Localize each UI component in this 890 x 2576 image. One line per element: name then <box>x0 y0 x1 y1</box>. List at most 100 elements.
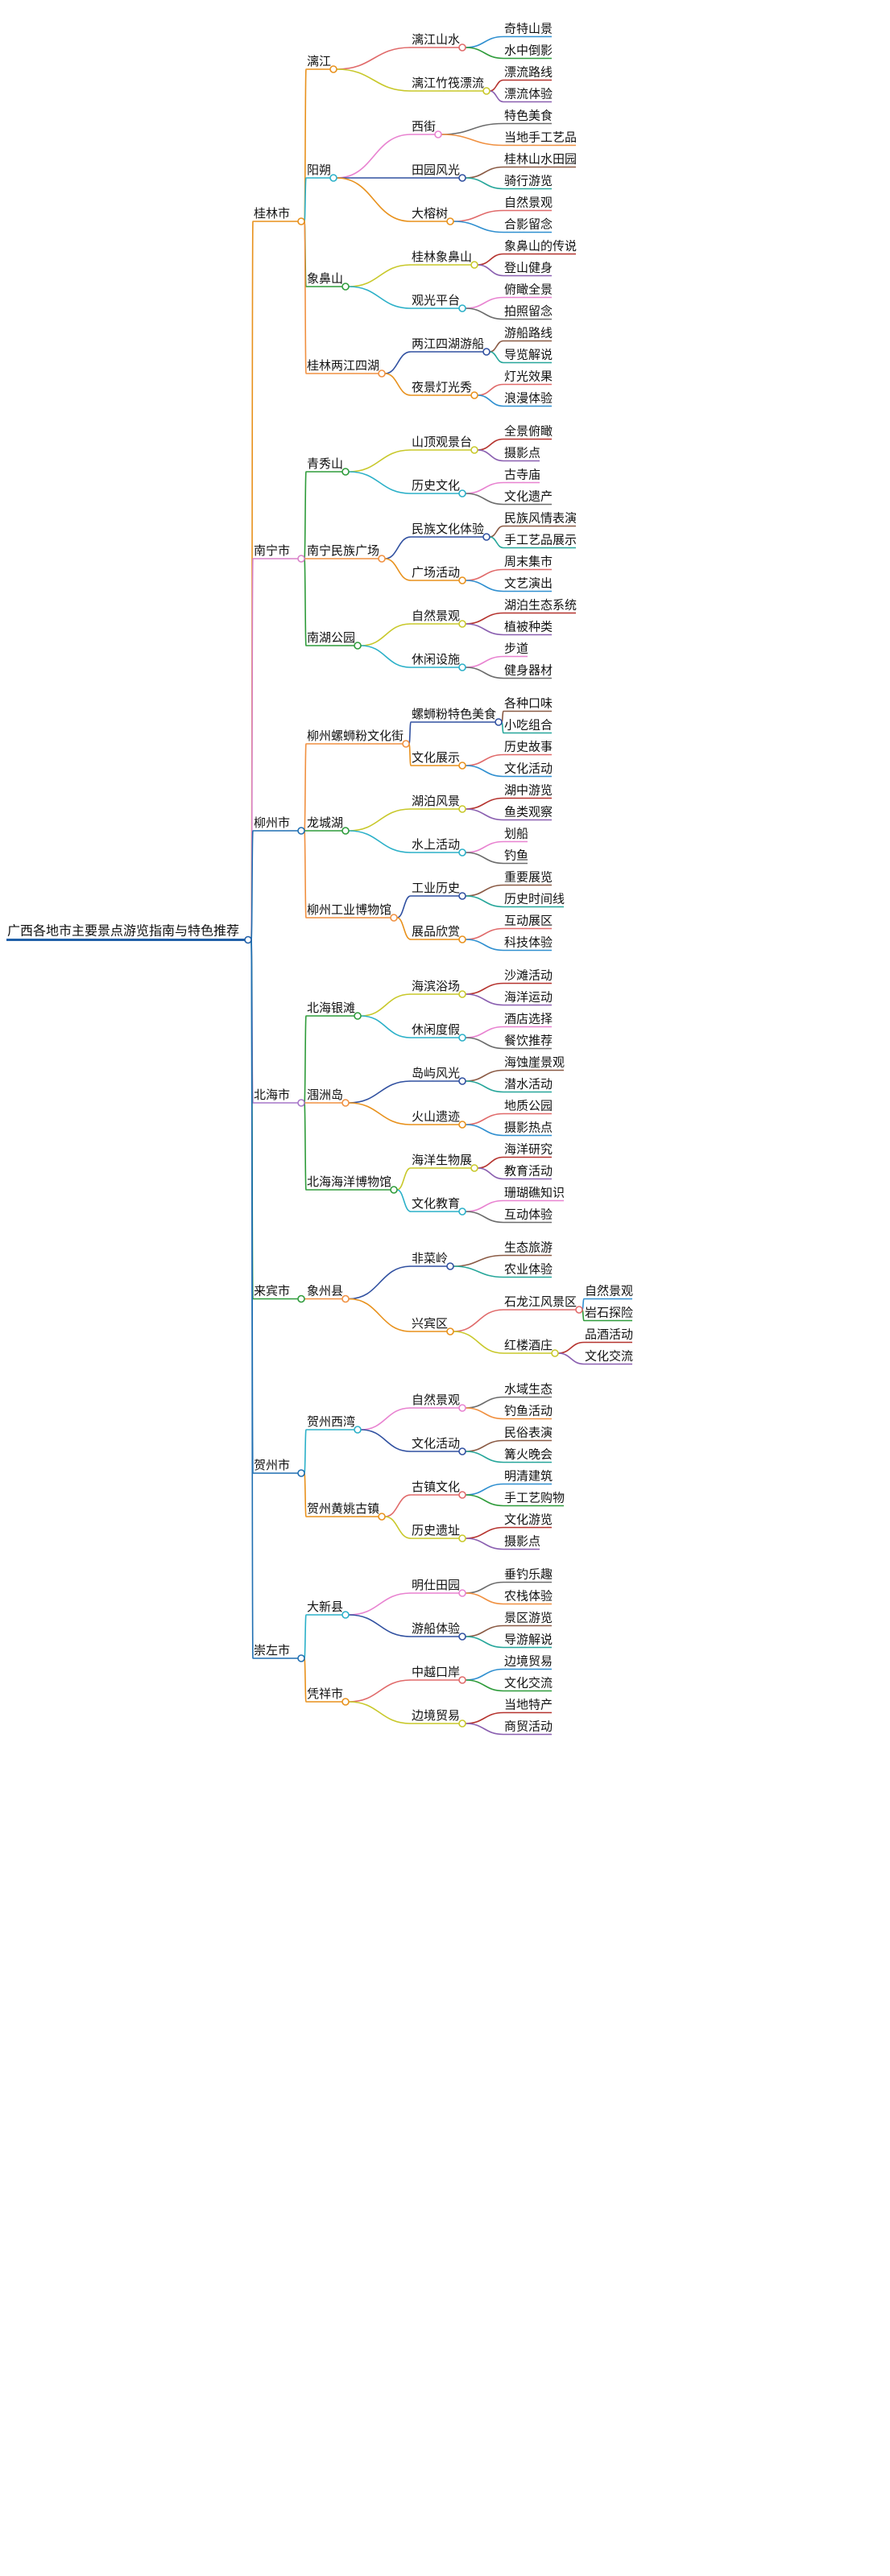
edge-cities-0-children-0-children-1-name <box>336 68 412 92</box>
expand-node-icon[interactable] <box>390 1186 398 1194</box>
expand-node-icon[interactable] <box>458 1208 466 1216</box>
expand-node-icon[interactable] <box>458 174 466 182</box>
expand-node-icon[interactable] <box>329 174 337 182</box>
expand-node-icon[interactable] <box>342 283 350 291</box>
edge-cities-3-children-0-children-0-children-1 <box>466 993 504 1006</box>
branch-label: 休闲度假 <box>412 1022 460 1037</box>
expand-node-icon[interactable] <box>402 740 410 748</box>
leaf-label: 海蚀崖景观 <box>504 1055 565 1070</box>
expand-node-icon[interactable] <box>458 1491 466 1499</box>
branch-label: 自然景观 <box>412 609 460 623</box>
branch-label: 古镇文化 <box>412 1480 460 1494</box>
expand-node-icon[interactable] <box>458 1121 466 1129</box>
expand-node-icon[interactable] <box>551 1349 559 1357</box>
expand-node-icon[interactable] <box>470 261 478 269</box>
expand-node-icon[interactable] <box>378 1513 386 1521</box>
branch-label: 文化活动 <box>412 1436 460 1451</box>
edge-cities-3-children-1-children-1-children-1 <box>466 1124 504 1137</box>
expand-node-icon[interactable] <box>458 43 466 52</box>
expand-node-icon[interactable] <box>458 663 466 671</box>
expand-node-icon[interactable] <box>354 642 362 650</box>
expand-node-icon[interactable] <box>342 468 350 476</box>
expand-node-icon[interactable] <box>390 914 398 922</box>
edge-cities-3-children-2-children-1-name <box>396 1189 412 1212</box>
expand-node-icon[interactable] <box>458 1719 466 1728</box>
expand-node-icon[interactable] <box>458 892 466 900</box>
edge-cities-2-children-0-name <box>304 743 307 832</box>
expand-node-icon[interactable] <box>378 555 386 563</box>
expand-node-icon[interactable] <box>458 1404 466 1412</box>
expand-node-icon[interactable] <box>458 848 466 857</box>
expand-node-icon[interactable] <box>458 805 466 813</box>
expand-node-icon[interactable] <box>297 827 305 835</box>
edge-cities-4-children-0-children-1-children-0-name <box>453 1309 504 1332</box>
expand-node-icon[interactable] <box>470 391 478 399</box>
expand-node-icon[interactable] <box>297 1294 305 1303</box>
expand-node-icon[interactable] <box>342 1294 350 1303</box>
root-node-icon[interactable] <box>244 935 252 944</box>
expand-node-icon[interactable] <box>458 489 466 497</box>
expand-node-icon[interactable] <box>458 1077 466 1085</box>
branch-label: 工业历史 <box>412 881 460 895</box>
edge-cities-2-children-2-children-1-name <box>396 917 412 940</box>
expand-node-icon[interactable] <box>482 348 491 356</box>
expand-node-icon[interactable] <box>342 1099 350 1107</box>
mindmap-nodes: 广西各地市主要景点游览指南与特色推荐桂林市漓江漓江山水奇特山景水中倒影漓江竹筏漂… <box>7 22 633 1734</box>
expand-node-icon[interactable] <box>458 1589 466 1597</box>
expand-node-icon[interactable] <box>342 1611 350 1619</box>
expand-node-icon[interactable] <box>482 533 491 541</box>
expand-node-icon[interactable] <box>458 935 466 943</box>
expand-node-icon[interactable] <box>329 65 337 73</box>
branch-label: 文化展示 <box>412 750 460 765</box>
expand-node-icon[interactable] <box>458 620 466 628</box>
city-label: 桂林市 <box>254 206 290 221</box>
expand-node-icon[interactable] <box>297 1099 305 1107</box>
expand-node-icon[interactable] <box>458 1534 466 1542</box>
expand-node-icon[interactable] <box>297 1469 305 1477</box>
expand-node-icon[interactable] <box>495 718 503 726</box>
leaf-label: 摄影点 <box>504 1534 540 1549</box>
branch-label: 明仕田园 <box>412 1578 460 1592</box>
expand-node-icon[interactable] <box>446 1327 454 1335</box>
expand-node-icon[interactable] <box>458 1676 466 1684</box>
edge-cities-6-name <box>250 939 254 1659</box>
edge-cities-2-children-1-children-0-children-1 <box>466 808 504 821</box>
expand-node-icon[interactable] <box>458 304 466 312</box>
branch-label: 北海海洋博物馆 <box>307 1174 391 1189</box>
edge-cities-1-children-0-children-1-name <box>348 471 412 494</box>
expand-node-icon[interactable] <box>470 1164 478 1172</box>
edge-cities-0-children-3-children-0-name <box>384 351 412 374</box>
expand-node-icon[interactable] <box>575 1306 583 1314</box>
expand-node-icon[interactable] <box>470 446 478 454</box>
expand-node-icon[interactable] <box>342 827 350 835</box>
edge-cities-6-children-0-children-0-children-0 <box>466 1581 504 1594</box>
edge-cities-6-children-1-children-0-children-1 <box>466 1679 504 1692</box>
expand-node-icon[interactable] <box>458 1034 466 1042</box>
expand-node-icon[interactable] <box>434 130 442 138</box>
expand-node-icon[interactable] <box>446 1262 454 1270</box>
expand-node-icon[interactable] <box>378 369 386 378</box>
expand-node-icon[interactable] <box>458 990 466 998</box>
expand-node-icon[interactable] <box>458 762 466 770</box>
edge-cities-0-children-3-children-0-children-1 <box>489 351 504 364</box>
branch-label: 象鼻山 <box>307 271 343 286</box>
expand-node-icon[interactable] <box>342 1698 350 1706</box>
expand-node-icon[interactable] <box>458 1447 466 1455</box>
expand-node-icon[interactable] <box>458 1633 466 1641</box>
expand-node-icon[interactable] <box>297 217 305 225</box>
expand-node-icon[interactable] <box>354 1426 362 1434</box>
expand-node-icon[interactable] <box>297 1654 305 1662</box>
leaf-label: 岩石探险 <box>585 1306 633 1320</box>
leaf-label: 鱼类观察 <box>504 805 553 819</box>
branch-label: 文化教育 <box>412 1196 460 1211</box>
expand-node-icon[interactable] <box>297 555 305 563</box>
branch-label: 山顶观景台 <box>412 435 472 449</box>
expand-node-icon[interactable] <box>354 1012 362 1020</box>
branch-label: 湖泊风景 <box>412 794 460 808</box>
expand-node-icon[interactable] <box>482 87 491 95</box>
expand-node-icon[interactable] <box>446 217 454 225</box>
edge-cities-5-children-1-children-0-children-1 <box>466 1494 504 1507</box>
expand-node-icon[interactable] <box>458 576 466 584</box>
branch-label: 广场活动 <box>412 565 460 580</box>
edge-cities-2-children-2-children-0-children-1 <box>466 895 504 908</box>
